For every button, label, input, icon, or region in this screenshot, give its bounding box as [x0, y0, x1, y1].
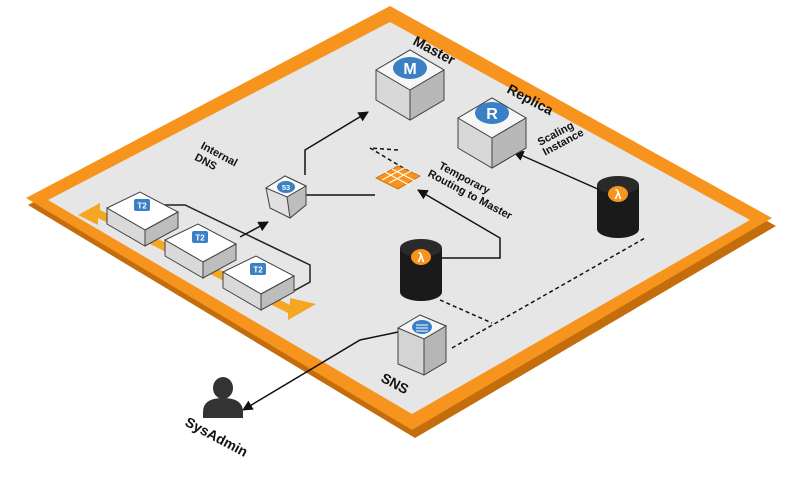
route53-dns-icon: 53	[264, 175, 308, 219]
svg-text:R: R	[486, 106, 498, 123]
sns-icon	[396, 314, 448, 376]
master-db-icon: M	[375, 49, 445, 121]
t2-icon: T2	[253, 266, 263, 275]
lambda-routing-icon: λ	[400, 239, 442, 301]
replica-db-icon: R	[457, 97, 527, 169]
ec2-instance-2: T2	[163, 223, 238, 279]
svg-text:λ: λ	[614, 187, 622, 202]
connections	[239, 111, 646, 411]
ec2-instance-1: T2	[105, 191, 180, 247]
sysadmin-label: SysAdmin	[183, 414, 251, 460]
t2-icon: T2	[137, 202, 147, 211]
t2-icon: T2	[195, 234, 205, 243]
svg-text:M: M	[403, 61, 416, 78]
svg-text:λ: λ	[417, 250, 425, 265]
lambda-scaling-icon: λ	[597, 176, 639, 238]
user-icon	[203, 377, 243, 418]
ec2-instance-3: T2	[221, 255, 296, 311]
router-icon	[375, 165, 421, 190]
autoscaling-group-outline	[150, 204, 311, 305]
svg-text:53: 53	[282, 183, 290, 192]
region-platform	[26, 6, 776, 438]
